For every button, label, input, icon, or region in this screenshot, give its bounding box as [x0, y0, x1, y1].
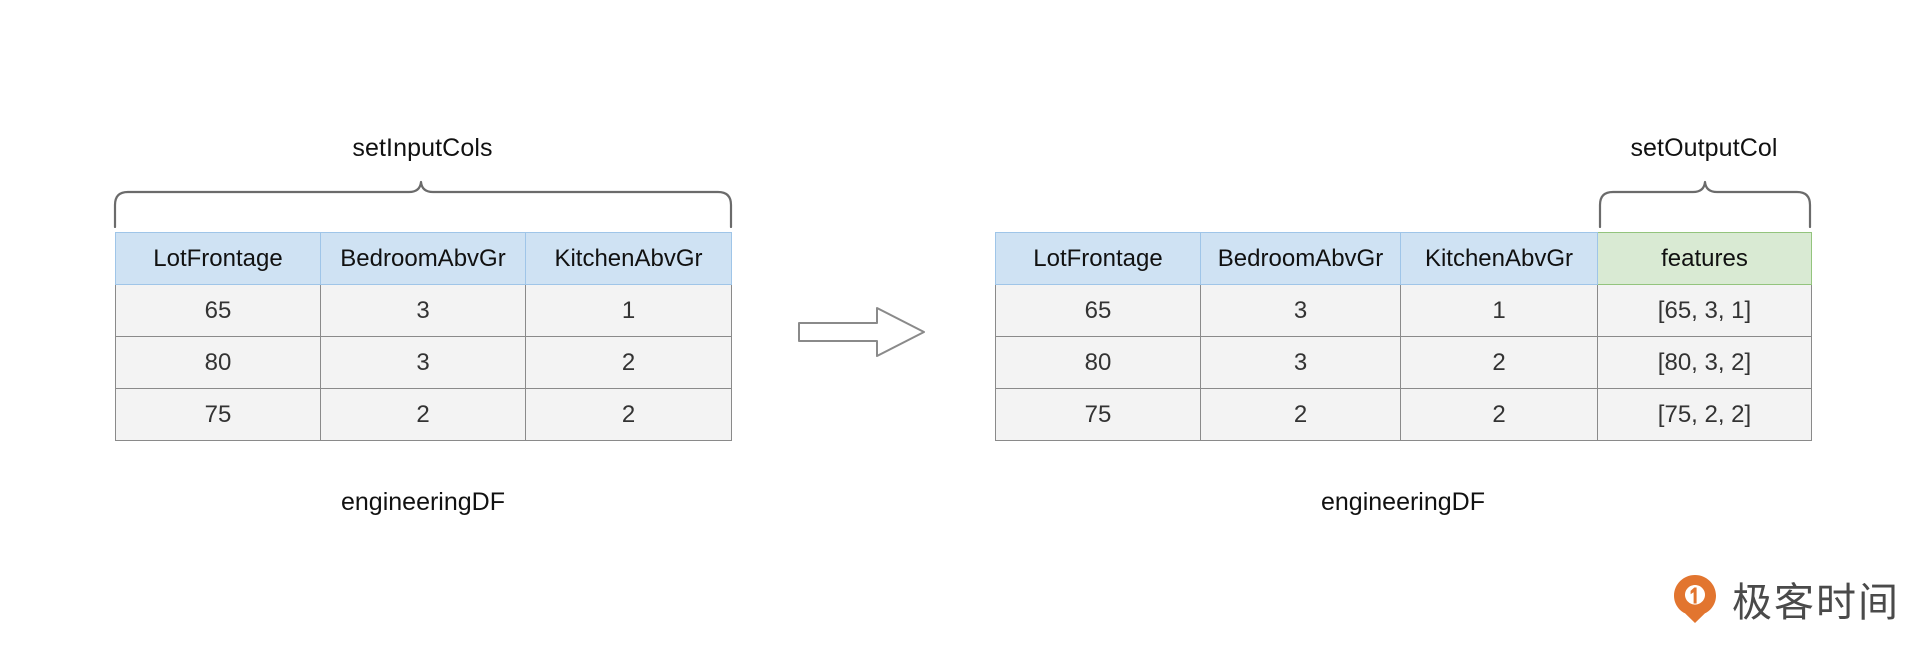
cell-lotfrontage: 65 [115, 284, 321, 337]
right-dataframe-label: engineeringDF [1321, 488, 1485, 516]
geektime-logo-icon [1674, 575, 1716, 623]
brace-down-icon [1598, 180, 1812, 229]
column-header-kitchenabvgr: KitchenAbvGr [1400, 232, 1598, 285]
cell-bedroomabvgr: 3 [320, 336, 526, 389]
cell-lotfrontage: 80 [115, 336, 321, 389]
cell-features: [80, 3, 2] [1597, 336, 1812, 389]
cell-lotfrontage: 75 [995, 388, 1201, 441]
brace-down-icon [113, 180, 733, 229]
table-row: 80 3 2 [80, 3, 2] [995, 336, 1812, 389]
cell-features: [65, 3, 1] [1597, 284, 1812, 337]
set-output-col-brace [1598, 180, 1812, 229]
column-header-kitchenabvgr: KitchenAbvGr [525, 232, 732, 285]
column-header-bedroomabvgr: BedroomAbvGr [1200, 232, 1401, 285]
watermark: 极客时间 [1672, 570, 1900, 628]
column-header-lotfrontage: LotFrontage [115, 232, 321, 285]
set-input-cols-brace [113, 180, 733, 229]
cell-lotfrontage: 65 [995, 284, 1201, 337]
left-dataframe-label: engineeringDF [341, 488, 505, 516]
watermark-text: 极客时间 [1732, 580, 1900, 626]
set-output-col-caption: setOutputCol [1630, 134, 1778, 162]
table-header-row: LotFrontage BedroomAbvGr KitchenAbvGr [115, 232, 732, 285]
engineering-df-output-table: LotFrontage BedroomAbvGr KitchenAbvGr fe… [995, 232, 1812, 441]
table-row: 65 3 1 [115, 284, 732, 337]
cell-bedroomabvgr: 3 [320, 284, 526, 337]
cell-kitchenabvgr: 1 [525, 284, 732, 337]
cell-bedroomabvgr: 2 [320, 388, 526, 441]
engineering-df-input-table: LotFrontage BedroomAbvGr KitchenAbvGr 65… [115, 232, 732, 441]
set-input-cols-caption: setInputCols [352, 134, 493, 162]
cell-kitchenabvgr: 2 [1400, 388, 1598, 441]
table-header-row: LotFrontage BedroomAbvGr KitchenAbvGr fe… [995, 232, 1812, 285]
cell-kitchenabvgr: 1 [1400, 284, 1598, 337]
cell-bedroomabvgr: 2 [1200, 388, 1401, 441]
cell-kitchenabvgr: 2 [1400, 336, 1598, 389]
table-row: 65 3 1 [65, 3, 1] [995, 284, 1812, 337]
cell-bedroomabvgr: 3 [1200, 284, 1401, 337]
cell-features: [75, 2, 2] [1597, 388, 1812, 441]
right-arrow-icon [798, 307, 925, 357]
cell-lotfrontage: 80 [995, 336, 1201, 389]
table-row: 75 2 2 [115, 388, 732, 441]
cell-kitchenabvgr: 2 [525, 336, 732, 389]
cell-bedroomabvgr: 3 [1200, 336, 1401, 389]
column-header-features: features [1597, 232, 1812, 285]
cell-kitchenabvgr: 2 [525, 388, 732, 441]
table-row: 80 3 2 [115, 336, 732, 389]
column-header-bedroomabvgr: BedroomAbvGr [320, 232, 526, 285]
table-row: 75 2 2 [75, 2, 2] [995, 388, 1812, 441]
transform-arrow [798, 306, 926, 358]
cell-lotfrontage: 75 [115, 388, 321, 441]
column-header-lotfrontage: LotFrontage [995, 232, 1201, 285]
